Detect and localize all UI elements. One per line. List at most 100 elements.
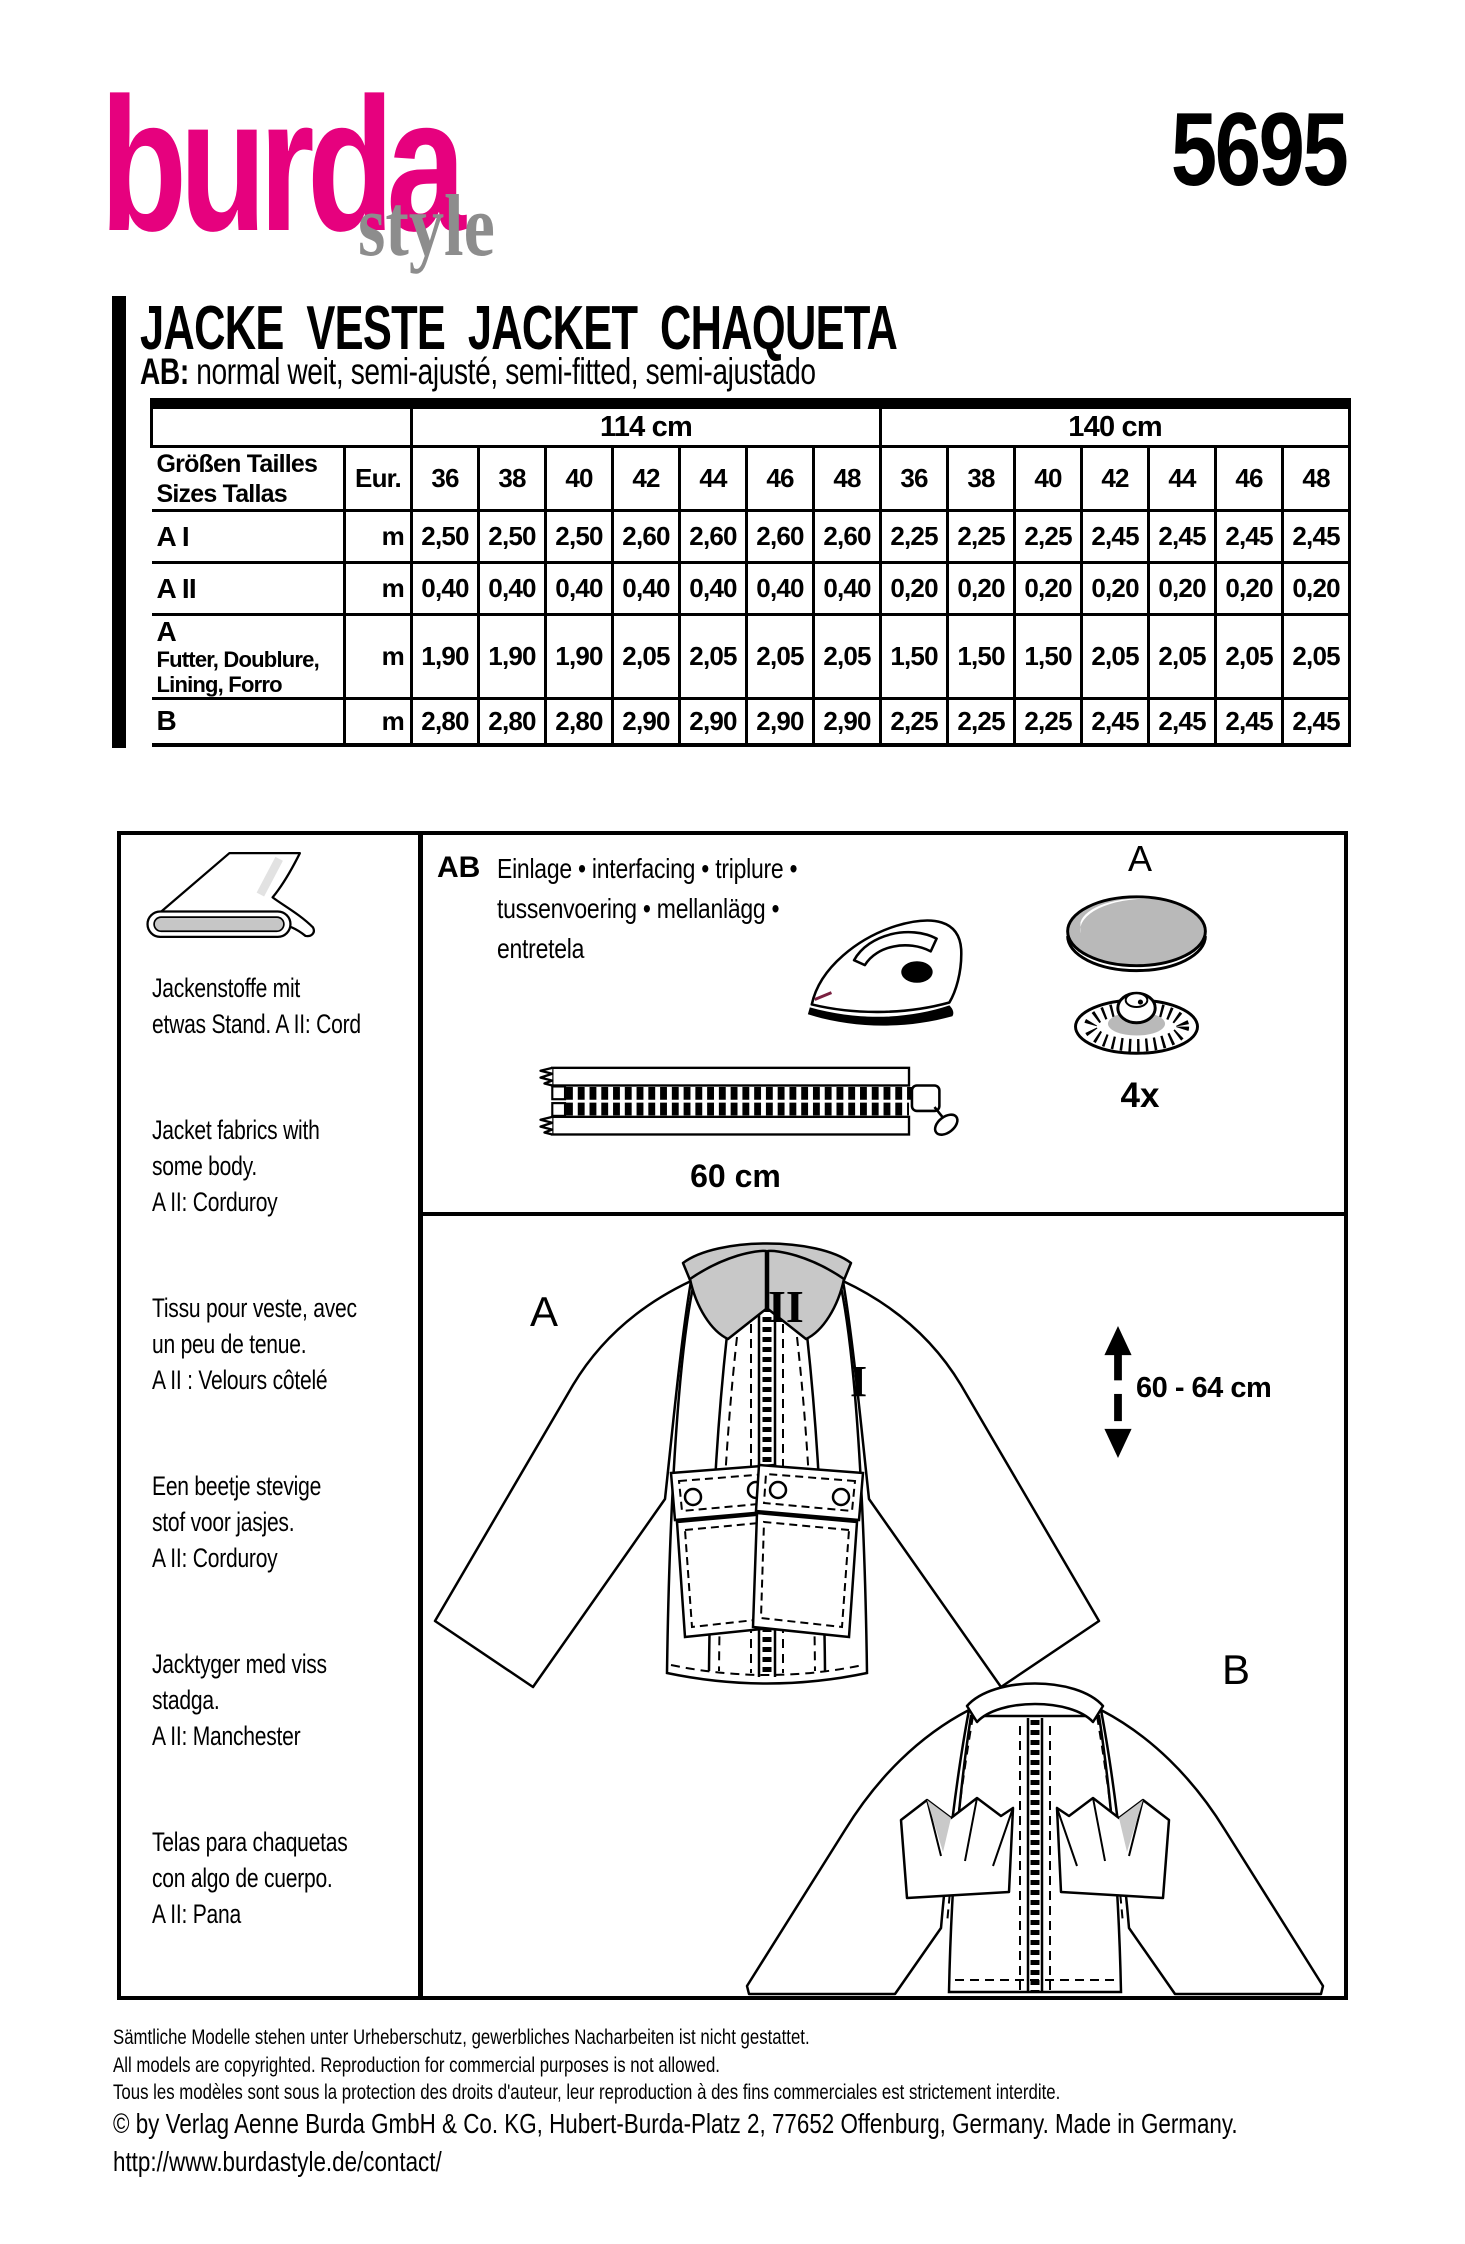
yardage-value-cell: 2,05: [745, 613, 815, 700]
fabric-bolt-icon: [140, 838, 345, 953]
yardage-value-cell: 2,45: [1281, 509, 1352, 564]
yardage-value-cell: 2,80: [544, 697, 614, 746]
yardage-value-cell: 0,40: [745, 561, 815, 616]
button-count-label: 4x: [1120, 1076, 1160, 1115]
yardage-value-cell: 2,45: [1080, 509, 1151, 564]
yardage-value-cell: 2,05: [1147, 613, 1218, 700]
view-a-label: A: [530, 1288, 559, 1335]
size-header-cell: 40: [1013, 445, 1084, 512]
yardage-value-cell: 2,05: [678, 613, 748, 700]
yardage-value-cell: 2,60: [811, 509, 883, 564]
yardage-value-cell: 2,80: [477, 697, 547, 746]
yardage-value-cell: 1,50: [1013, 613, 1084, 700]
yardage-value-cell: 2,25: [946, 697, 1017, 746]
yardage-value-cell: 0,40: [410, 561, 480, 616]
fabric-width-header: 140 cm: [879, 402, 1352, 448]
yardage-value-cell: 2,60: [745, 509, 815, 564]
interfacing-note: Einlage • interfacing • triplure • tusse…: [497, 853, 798, 964]
yardage-value-cell: 2,25: [1013, 509, 1084, 564]
yardage-value-cell: 1,50: [946, 613, 1017, 700]
yardage-value-cell: 2,25: [879, 697, 950, 746]
publisher-line: © by Verlag Aenne Burda GmbH & Co. KG, H…: [113, 2108, 1238, 2139]
yardage-value-cell: 2,50: [477, 509, 547, 564]
garment-length-label: 60 - 64 cm: [1136, 1372, 1272, 1404]
sizes-label-cell: Größen Tailles Sizes Tallas: [151, 445, 346, 512]
yardage-value-cell: 2,25: [879, 509, 950, 564]
size-header-cell: 36: [410, 445, 480, 512]
yardage-value-cell: 0,40: [544, 561, 614, 616]
yardage-value-cell: 0,20: [1214, 561, 1285, 616]
subtitle-fit-text: normal weit, semi-ajusté, semi-fitted, s…: [188, 351, 816, 392]
yardage-value-cell: 2,05: [1214, 613, 1285, 700]
garment-title: JACKE VESTE JACKET CHAQUETA: [140, 294, 898, 363]
yardage-value-cell: 0,40: [678, 561, 748, 616]
yardage-value-cell: 2,60: [678, 509, 748, 564]
yardage-value-cell: 0,20: [879, 561, 950, 616]
yardage-value-cell: 2,05: [1281, 613, 1352, 700]
size-header-cell: 44: [1147, 445, 1218, 512]
yardage-value-cell: 2,45: [1147, 509, 1218, 564]
unit-cell: m: [343, 697, 413, 746]
style-logo: style: [358, 178, 495, 275]
size-header-cell: 48: [811, 445, 883, 512]
yardage-value-cell: 2,45: [1281, 697, 1352, 746]
yardage-value-cell: 0,40: [611, 561, 681, 616]
zipper-length-label: 60 cm: [690, 1158, 781, 1194]
title-accent-bar: [112, 296, 126, 748]
yardage-value-cell: 2,45: [1214, 509, 1285, 564]
fabric-width-header: 114 cm: [409, 402, 883, 448]
size-header-cell: 38: [477, 445, 547, 512]
yardage-value-cell: 2,25: [946, 509, 1017, 564]
eur-label-cell: Eur.: [343, 445, 413, 512]
yardage-value-cell: 2,45: [1147, 697, 1218, 746]
yardage-value-cell: 0,20: [1147, 561, 1218, 616]
fabric-note: Jackenstoffe mit etwas Stand. A II: Cord: [152, 973, 361, 1039]
yardage-value-cell: 0,20: [1080, 561, 1151, 616]
yardage-value-cell: 1,90: [544, 613, 614, 700]
yardage-value-cell: 2,90: [745, 697, 815, 746]
jacket-b-drawing: [703, 1656, 1351, 2000]
table-corner-cell: [150, 402, 413, 448]
size-header-cell: 40: [544, 445, 614, 512]
yardage-value-cell: 0,40: [811, 561, 883, 616]
view-b-label: B: [1222, 1646, 1251, 1693]
collar-variant-label: II: [768, 1281, 804, 1332]
yardage-value-cell: 0,20: [946, 561, 1017, 616]
fabric-note: Jacket fabrics with some body. A II: Cor…: [152, 1115, 320, 1217]
view-label-cell: A I: [151, 509, 346, 564]
copyright-note-fr: Tous les modèles sont sous la protection…: [113, 2081, 1061, 2104]
yardage-value-cell: 2,05: [1080, 613, 1151, 700]
iron-icon: [800, 898, 972, 1046]
unit-cell: m: [343, 561, 413, 616]
yardage-value-cell: 1,90: [410, 613, 480, 700]
yardage-value-cell: 0,20: [1281, 561, 1352, 616]
snap-button-icon: [1058, 886, 1216, 1068]
garment-fit-subtitle: AB: normal weit, semi-ajusté, semi-fitte…: [140, 351, 816, 393]
sidebar-divider: [418, 831, 423, 2000]
size-header-cell: 48: [1281, 445, 1352, 512]
size-header-cell: 44: [678, 445, 748, 512]
fabric-note: Tissu pour veste, avec un peu de tenue. …: [152, 1293, 357, 1395]
yardage-value-cell: 2,05: [611, 613, 681, 700]
unit-cell: m: [343, 509, 413, 564]
yardage-value-cell: 2,45: [1214, 697, 1285, 746]
yardage-value-cell: 0,40: [477, 561, 547, 616]
size-header-cell: 46: [745, 445, 815, 512]
size-header-cell: 46: [1214, 445, 1285, 512]
subtitle-views-prefix: AB:: [140, 351, 189, 392]
interfacing-views-label: AB: [437, 851, 481, 884]
yardage-value-cell: 2,90: [611, 697, 681, 746]
view-label-cell: A II: [151, 561, 346, 616]
yardage-value-cell: 2,50: [544, 509, 614, 564]
button-view-label: A: [1127, 838, 1152, 879]
view-label-cell: B: [151, 697, 346, 746]
burda-logo: burda: [100, 59, 466, 271]
